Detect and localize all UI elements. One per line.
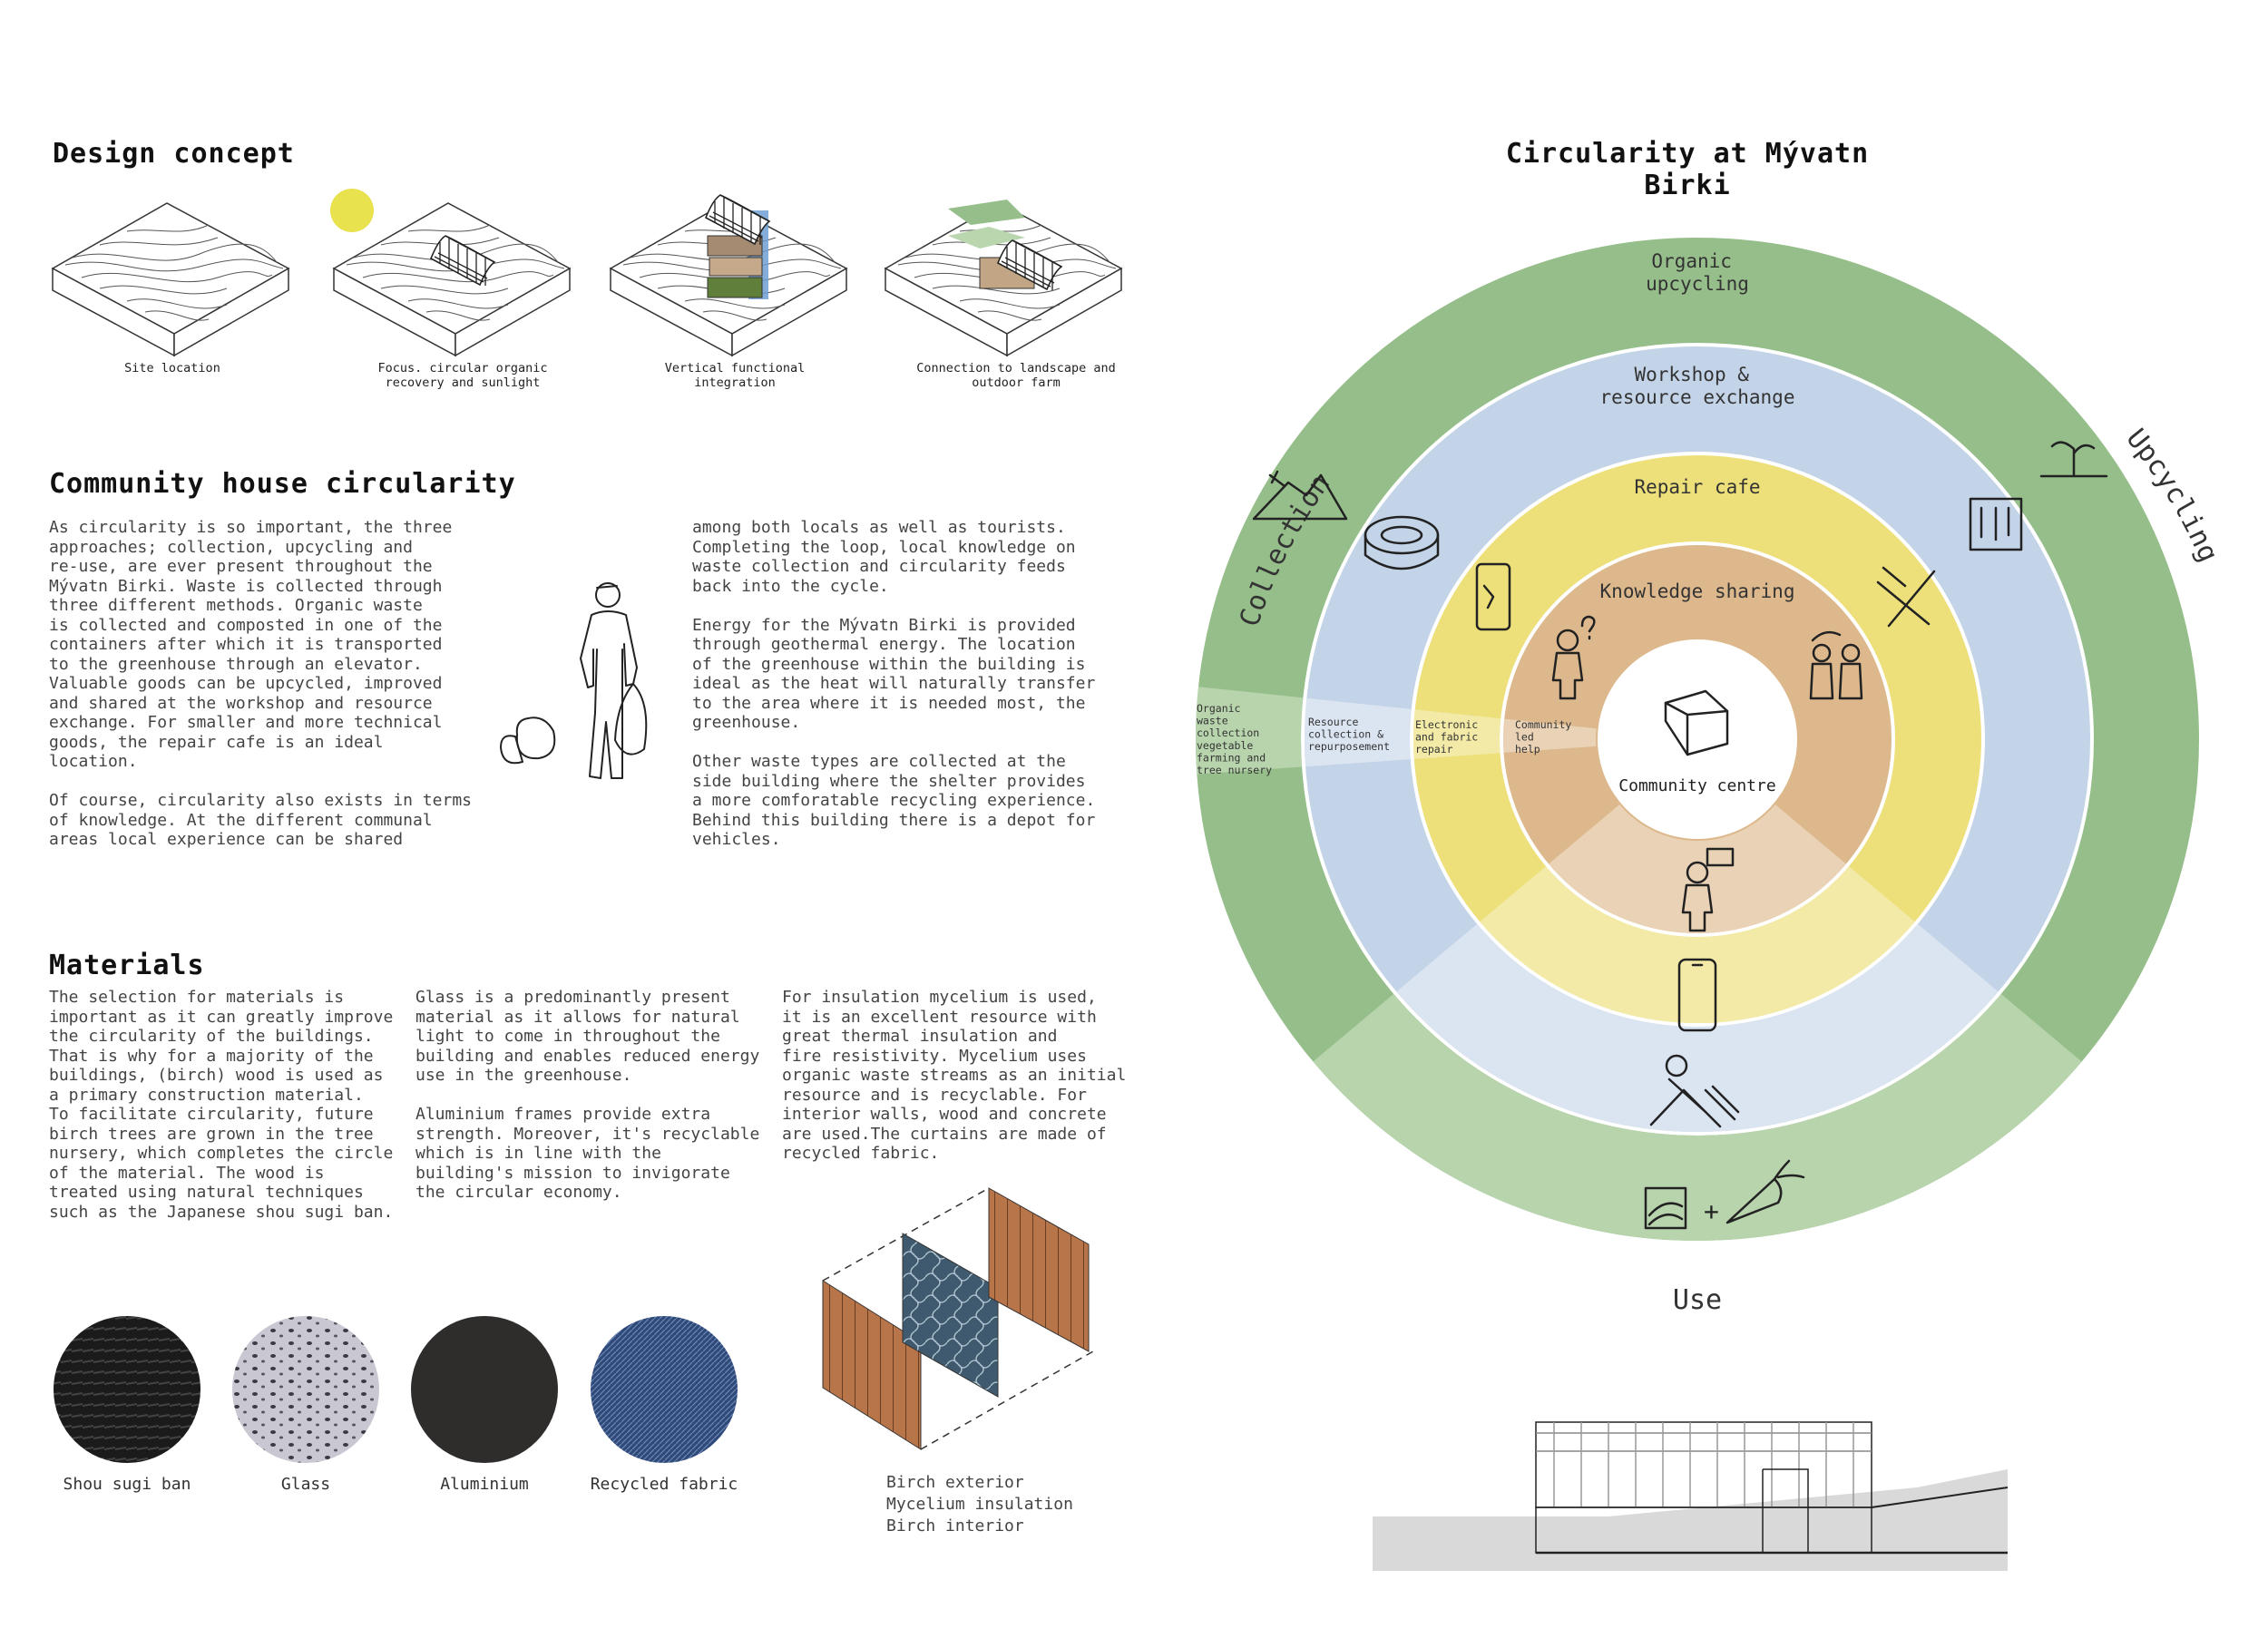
concept-caption-1: Site location	[124, 361, 220, 375]
ring-segment	[1305, 697, 1412, 767]
concept-caption-3: Vertical functional integration	[664, 361, 806, 390]
concept-caption-4: Connection to landscape and outdoor farm	[916, 361, 1116, 390]
mountain-pickaxe-icon	[1252, 470, 1348, 521]
ring-label-repair-cafe: Repair cafe	[1634, 476, 1760, 498]
swatch-label-recycled-fabric: Recycled fabric	[590, 1475, 738, 1494]
tire-icon	[1364, 515, 1440, 570]
ring-label-knowledge-sharing: Knowledge sharing	[1600, 580, 1795, 602]
design-concept-title: Design concept	[53, 138, 295, 170]
center-label-community-centre: Community centre	[1618, 776, 1775, 795]
plus-icon: +	[1704, 1196, 1719, 1226]
wall-layers-label: Birch exterior Mycelium insulation Birch…	[886, 1473, 1073, 1536]
materials-text-col2: Glass is a predominantly present materia…	[415, 988, 760, 1202]
sprout-icon	[2039, 441, 2108, 478]
ring-segment	[1549, 804, 1846, 933]
sector-label-use: Use	[1673, 1284, 1722, 1315]
materials-title: Materials	[49, 950, 205, 981]
ring-segment	[1196, 687, 1304, 775]
building-section-drawing	[1373, 1421, 2009, 1571]
concept-vertical	[610, 194, 847, 356]
sun-icon	[330, 189, 374, 232]
concept-site-location	[52, 202, 289, 356]
ring-label-workshop: Workshop & resource exchange	[1600, 364, 1795, 408]
phone-broken-icon	[1475, 562, 1511, 631]
swatch-label-aluminium: Aluminium	[440, 1475, 529, 1494]
carrot-icon	[1725, 1159, 1805, 1224]
ring-segment	[1396, 923, 1999, 1132]
shou-sugi-ban-swatch	[54, 1316, 200, 1463]
recycled-fabric-swatch	[591, 1316, 738, 1463]
materials-text-col3: For insulation mycelium is used, it is a…	[782, 988, 1127, 1163]
hammer-wrench-icon	[1876, 566, 1936, 628]
aluminium-swatch	[411, 1316, 558, 1463]
person-with-bags-illustration	[500, 582, 648, 779]
ring-segment	[1313, 993, 2082, 1242]
concept-caption-2: Focus. circular organic recovery and sun…	[377, 361, 548, 390]
person-cleaning-icon	[1649, 1054, 1740, 1128]
wood-block-icon	[1644, 1186, 1687, 1230]
community-text-col1: As circularity is so important, the thre…	[49, 518, 472, 849]
community-title: Community house circularity	[49, 468, 516, 500]
design-concept-illustrations	[52, 189, 1122, 356]
person-speaking-icon	[1681, 847, 1735, 932]
exploded-wall-diagram	[822, 1187, 1094, 1450]
community-centre-circle	[1598, 639, 1797, 839]
concept-landscape	[885, 200, 1122, 356]
community-centre-building-icon	[1664, 689, 1729, 756]
circularity-ring-diagram: Collection Upcycling Use Organic upcycli…	[1192, 234, 2224, 1315]
glass-swatch	[232, 1316, 379, 1463]
rings-group	[1192, 234, 2203, 1244]
ring-segment	[1413, 709, 1501, 759]
ring-label-organic-upcycling: Organic upcycling	[1646, 250, 1749, 295]
ring-segment	[1480, 866, 1915, 1023]
toolboard-icon	[1969, 497, 2023, 551]
phone-icon	[1677, 958, 1717, 1032]
person-question-icon	[1551, 615, 1596, 700]
community-text-col2: among both locals as well as tourists. C…	[692, 518, 1096, 849]
swatch-label-shou-sugi-ban: Shou sugi ban	[63, 1475, 191, 1494]
circularity-title: Circularity at Mývatn Birki	[1505, 138, 1870, 201]
people-talking-icon	[1809, 630, 1863, 700]
ring-segment	[1503, 718, 1597, 753]
material-swatches	[54, 1316, 738, 1463]
concept-focus	[330, 189, 571, 356]
materials-text-col1: The selection for materials is important…	[49, 988, 394, 1222]
swatch-label-glass: Glass	[280, 1475, 331, 1494]
